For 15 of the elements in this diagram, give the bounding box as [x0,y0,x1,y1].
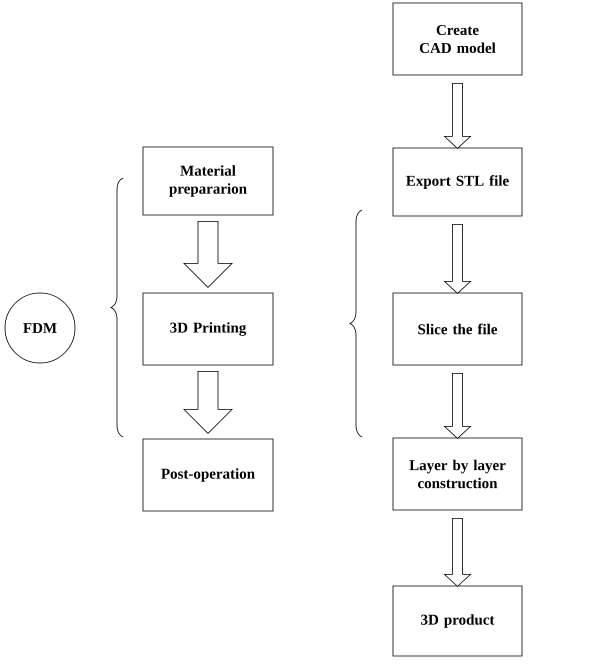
process-box: Slice the file [392,292,522,366]
block-arrow [443,83,472,149]
block-arrow [443,518,472,587]
process-box: 3D product [392,586,522,656]
process-box: 3D Printing [142,292,274,366]
process-box: Export STL file [392,148,522,216]
process-box: Create CAD model [392,2,522,76]
circle-node: FDM [4,292,76,364]
block-arrow [443,224,472,294]
block-arrow [183,371,233,434]
process-box: Post-operation [142,438,274,512]
block-arrow [183,221,233,288]
process-box: Layer by layer construction [392,438,522,510]
block-arrow [443,373,472,439]
process-box: Material prepararion [142,146,274,216]
